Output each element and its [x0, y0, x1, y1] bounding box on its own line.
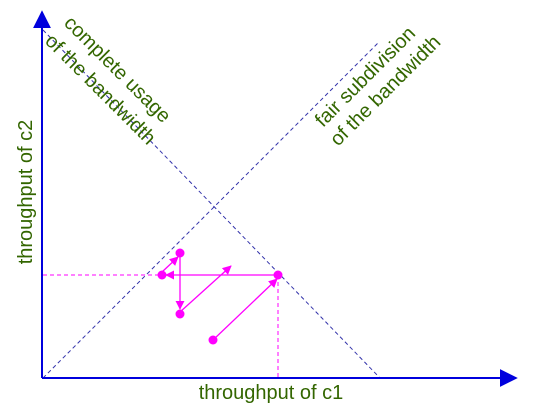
y-axis-label: throughput of c2 — [15, 120, 37, 265]
trajectory-point-start — [208, 335, 218, 345]
complete-usage-line — [42, 29, 381, 379]
trajectory-point-2 — [273, 270, 283, 280]
trajectory-arrow-1 — [212, 278, 278, 341]
trajectory-point-4 — [175, 248, 185, 258]
trajectory-point-5 — [175, 309, 185, 319]
trajectory-arrow-3 — [161, 256, 179, 273]
trajectory-arrow-5 — [179, 265, 232, 313]
trajectory-point-3 — [157, 270, 167, 280]
fair-subdivision-line — [42, 42, 379, 379]
x-axis-label: throughput of c1 — [199, 382, 344, 404]
